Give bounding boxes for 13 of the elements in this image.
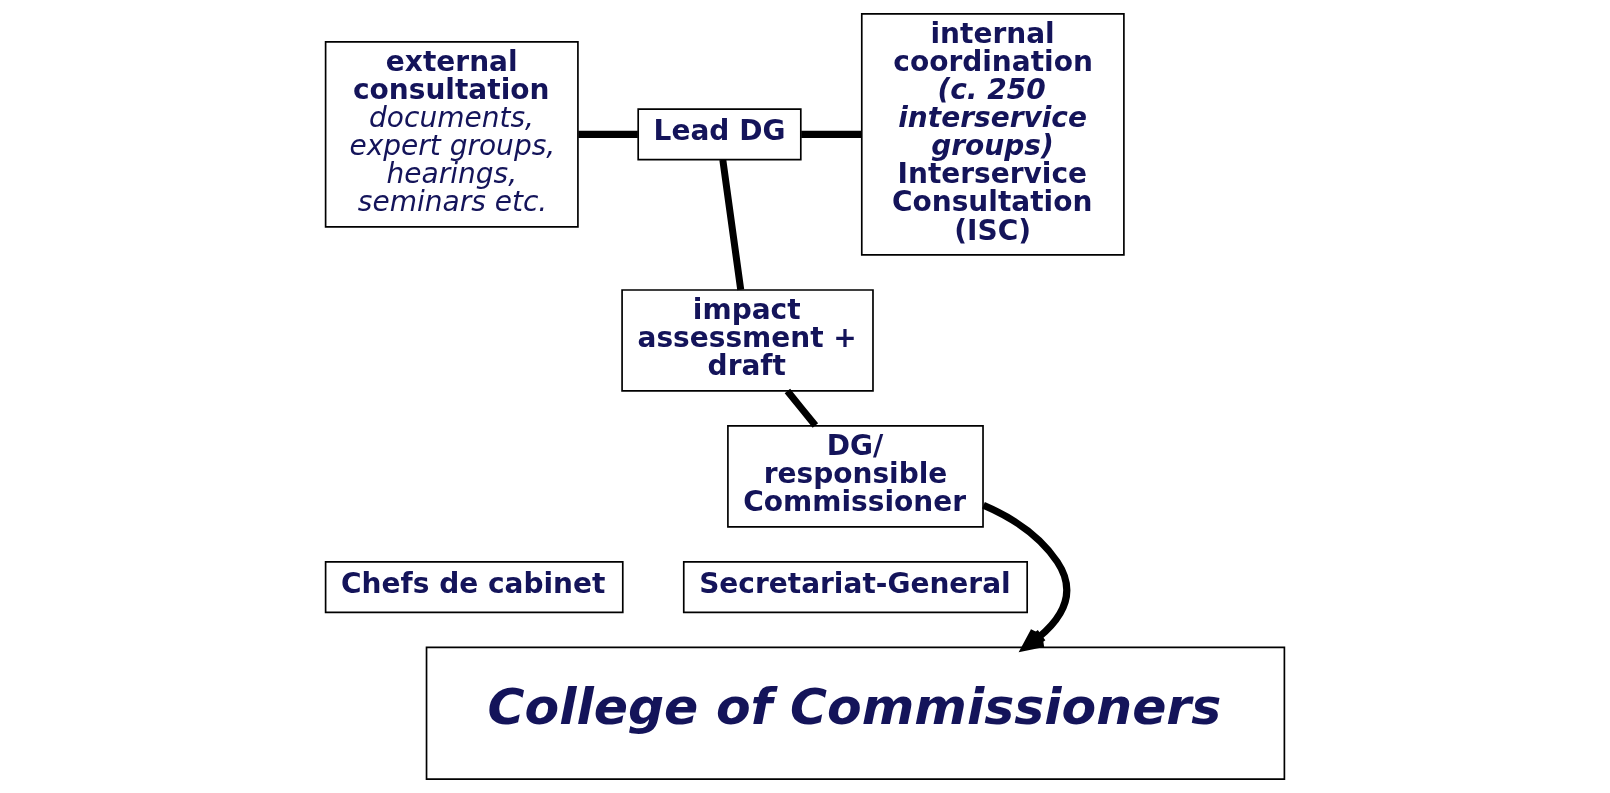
node-box: internal coordination (c. 250 interservice groups) Interservice Consultation (ISC) xyxy=(860,13,1125,256)
node-box: DG/ responsible Commissioner xyxy=(727,425,984,528)
connector xyxy=(784,388,819,428)
node-box: Lead DG xyxy=(637,108,802,161)
node-box: Secretariat-General xyxy=(682,561,1028,614)
node-box: external consultation documents, expert groups, hearings, seminars etc. xyxy=(324,41,579,228)
arrow xyxy=(982,502,1071,651)
connector xyxy=(578,130,638,138)
connector xyxy=(719,159,745,291)
node-box: Chefs de cabinet xyxy=(324,561,624,614)
node-box: College of Commissioners xyxy=(425,646,1286,780)
connector xyxy=(801,130,862,138)
node-box: impact assessment + draft xyxy=(621,289,874,392)
